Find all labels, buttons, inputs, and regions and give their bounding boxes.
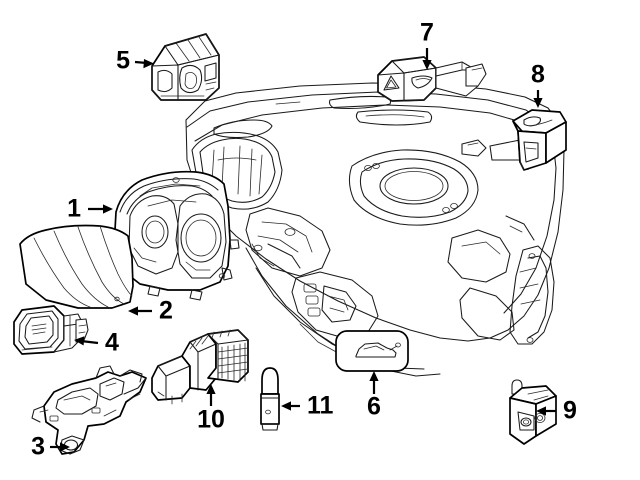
callout-4-number: 4 bbox=[105, 329, 119, 357]
callout-6[interactable]: 6 bbox=[367, 371, 381, 421]
callout-3[interactable]: 3 bbox=[31, 433, 70, 461]
callout-8[interactable]: 8 bbox=[531, 61, 545, 108]
callout-9-number: 9 bbox=[563, 397, 577, 425]
bracket-body bbox=[31, 365, 147, 455]
callout-7-number: 7 bbox=[420, 19, 434, 47]
callout-11[interactable]: 11 bbox=[281, 392, 334, 420]
callout-9[interactable]: 9 bbox=[536, 397, 577, 425]
instrument-cluster-body bbox=[111, 170, 240, 301]
callout-3-number: 3 bbox=[31, 433, 45, 461]
rocker-switch-body bbox=[13, 305, 89, 355]
headlamp-switch-panel-body bbox=[151, 33, 220, 101]
callout-2[interactable]: 2 bbox=[128, 297, 173, 325]
callout-10[interactable]: 10 bbox=[197, 384, 225, 434]
hazard-switch-body bbox=[377, 56, 487, 102]
callout-8-number: 8 bbox=[531, 61, 545, 89]
callout-7[interactable]: 7 bbox=[420, 19, 434, 70]
dimmer-switch-body bbox=[509, 379, 557, 445]
sensor-module-body bbox=[151, 329, 249, 405]
window-switch-body bbox=[512, 109, 567, 171]
instrument-panel-assembly bbox=[185, 82, 565, 377]
bulb-body bbox=[260, 367, 280, 431]
callout-6-number: 6 bbox=[367, 393, 381, 421]
callout-1[interactable]: 1 bbox=[67, 195, 113, 223]
callout-10-number: 10 bbox=[197, 406, 225, 434]
callout-1-number: 1 bbox=[67, 195, 81, 223]
callout-5[interactable]: 5 bbox=[116, 47, 154, 75]
callout-4[interactable]: 4 bbox=[74, 329, 119, 357]
callout-5-number: 5 bbox=[116, 47, 130, 75]
callout-2-number: 2 bbox=[159, 297, 173, 325]
callout-layer: 1 2 3 4 bbox=[31, 19, 577, 461]
cluster-lens bbox=[19, 224, 134, 309]
callout-11-number: 11 bbox=[307, 392, 334, 420]
trunk-release-body bbox=[335, 330, 409, 372]
